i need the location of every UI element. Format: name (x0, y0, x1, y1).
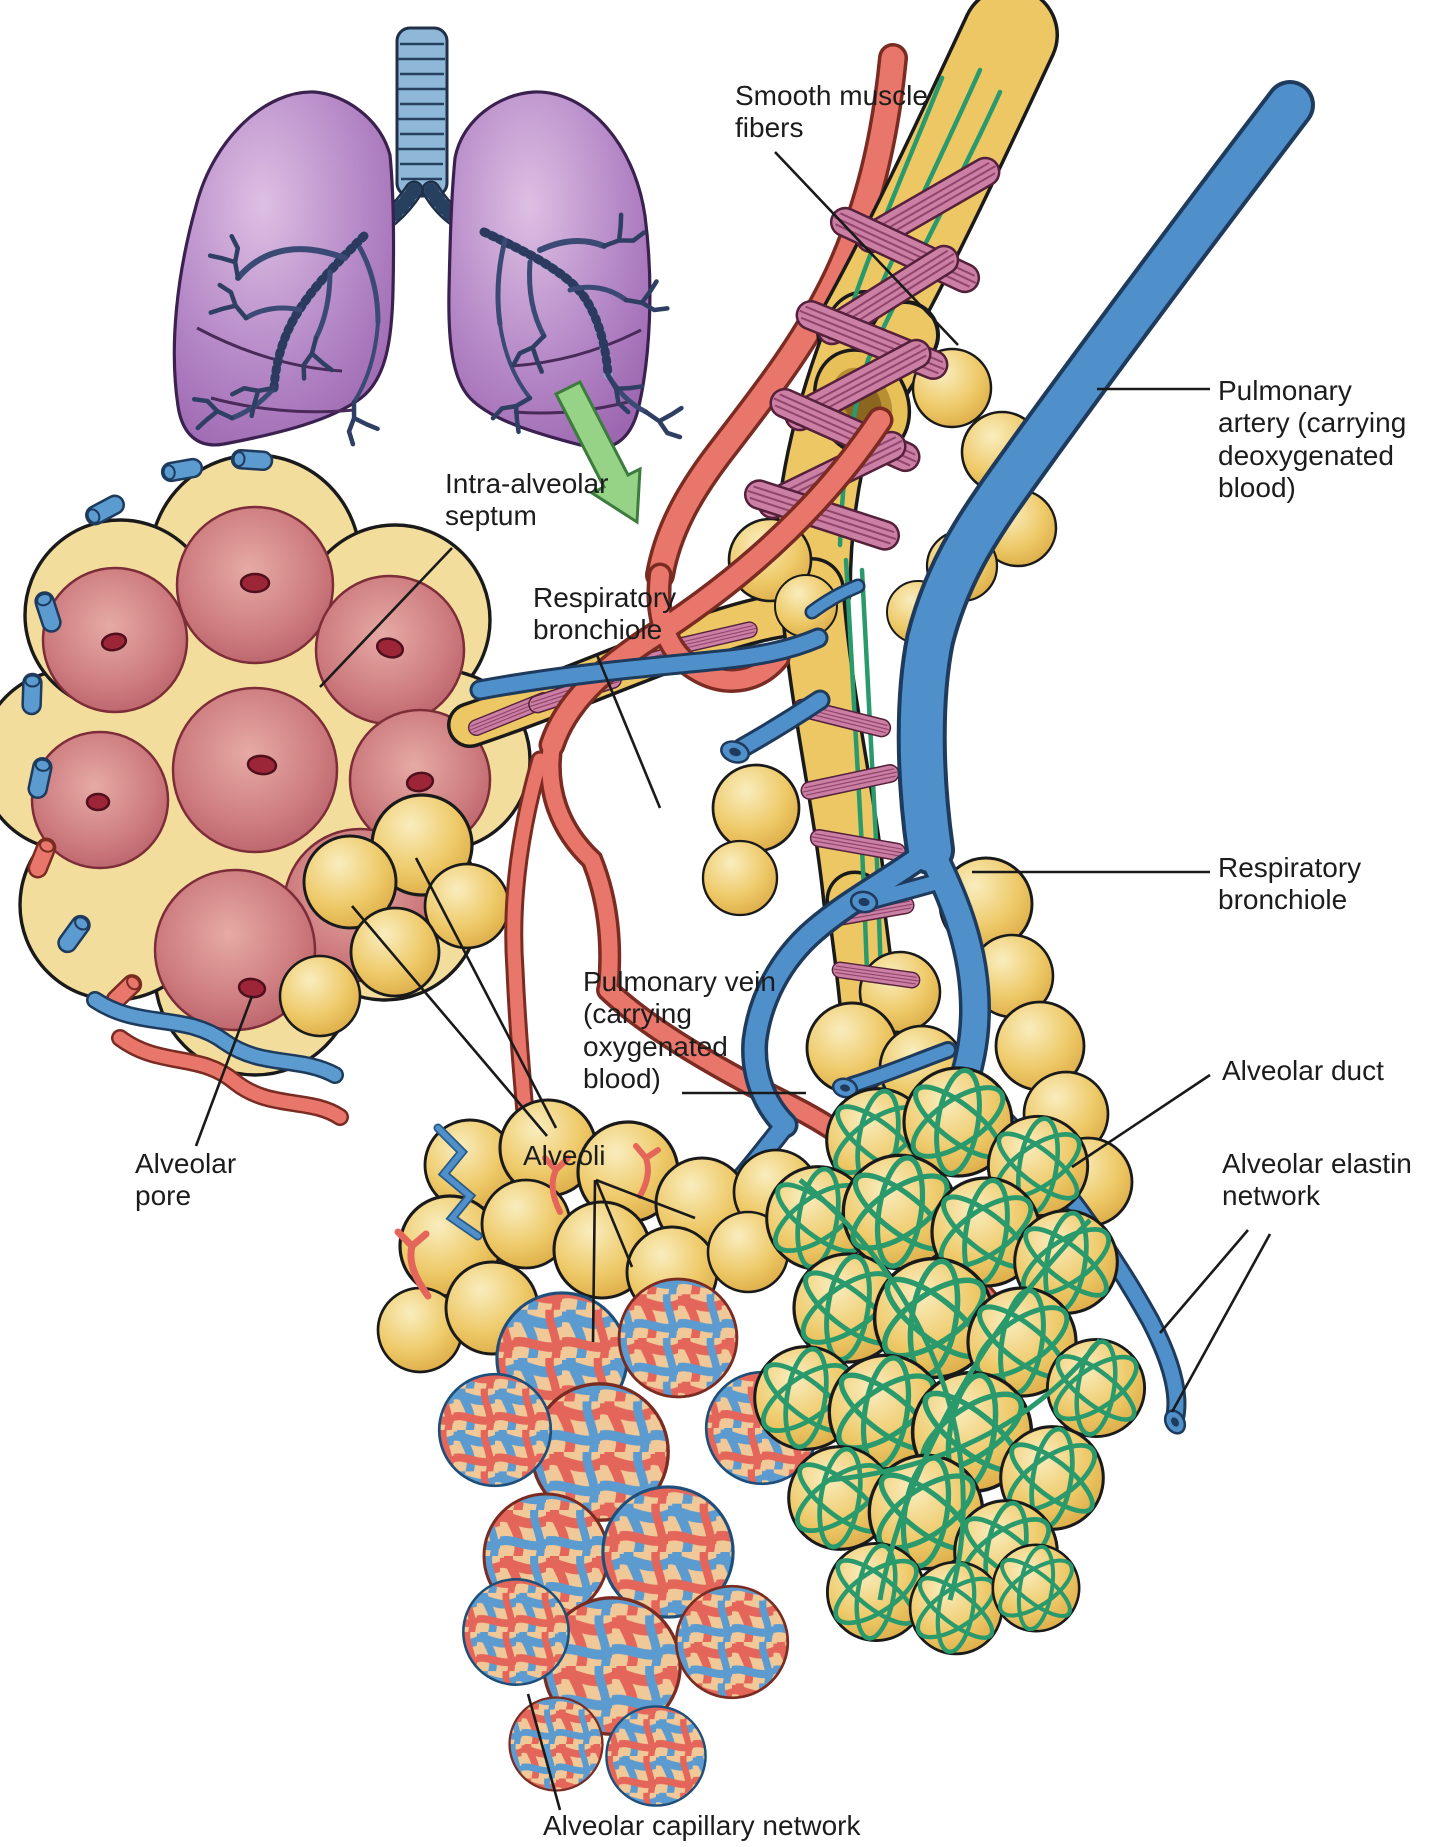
alveolar-capillary-cluster (376, 1098, 820, 1807)
label-alveoli: Alveoli (523, 1140, 606, 1171)
label-respiratory-bronchiole-left: Respiratory bronchiole (533, 582, 677, 646)
alveolar-elastin-cluster (753, 1068, 1146, 1655)
bronchial-tree (194, 214, 682, 444)
label-smooth-muscle-fibers: Smooth muscle fibers (735, 80, 928, 144)
label-intra-alveolar-septum: Intra-alveolar septum (445, 468, 609, 532)
vein-openings (720, 740, 1187, 1435)
label-alveolar-capillary-network: Alveolar capillary network (543, 1810, 861, 1841)
elastin-long-fibers (798, 1178, 1102, 1601)
label-respiratory-bronchiole-right: Respiratory bronchiole (1218, 852, 1362, 916)
capillary-stubs (394, 1123, 661, 1300)
label-alveolar-pore: Alveolar pore (135, 1148, 237, 1212)
label-pulmonary-artery: Pulmonary artery (carrying deoxygenated … (1218, 375, 1407, 504)
label-pulmonary-vein: Pulmonary vein (carrying oxygenated bloo… (583, 966, 776, 1095)
zoom-arrow (553, 379, 642, 525)
left-lung (172, 90, 396, 447)
trachea (395, 26, 449, 198)
label-alveolar-elastin-network: Alveolar elastin network (1222, 1148, 1412, 1212)
lungs-illustration (172, 26, 682, 450)
leader-lines (194, 151, 1272, 1811)
label-alveolar-duct: Alveolar duct (1222, 1055, 1384, 1086)
sac-capillary-stubs (21, 448, 349, 1126)
